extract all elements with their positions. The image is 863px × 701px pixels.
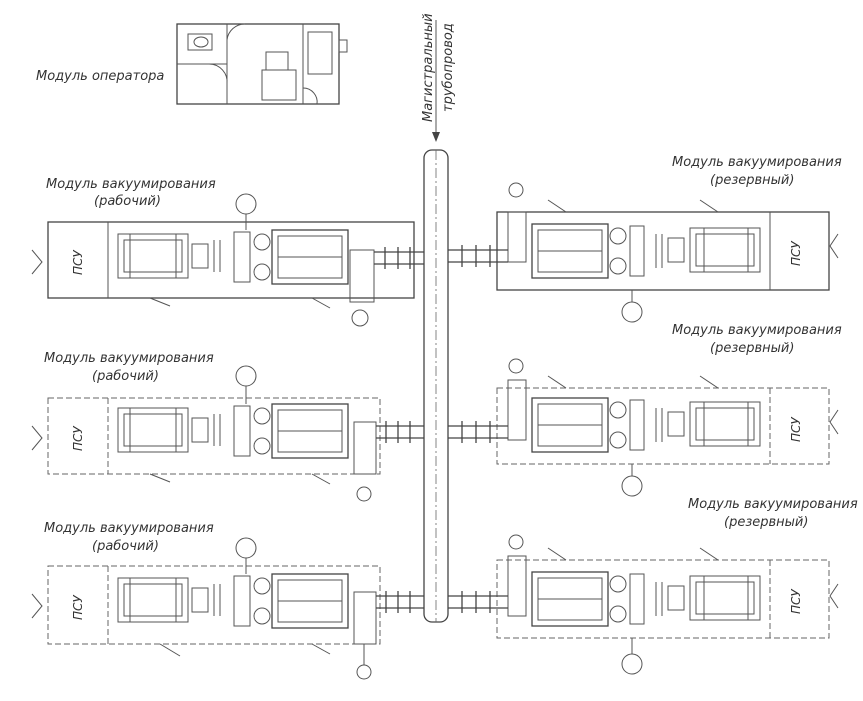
right-module-2-subtitle: (резервный) xyxy=(710,341,794,356)
left-module-3-psu: ПСУ xyxy=(71,595,85,620)
main-pipeline: Магистральный трубопровод xyxy=(421,13,456,623)
right-module-3-subtitle: (резервный) xyxy=(724,515,808,530)
operator-module-label: Модуль оператора xyxy=(36,69,164,84)
left-module-2-title: Модуль вакуумирования xyxy=(44,351,214,366)
right-module-2-psu: ПСУ xyxy=(789,417,803,442)
right-module-2-title: Модуль вакуумирования xyxy=(672,323,842,338)
right-module-3: Модуль вакуумирования (резервный) ПСУ xyxy=(448,497,858,675)
operator-module: Модуль оператора xyxy=(36,23,348,105)
left-module-3-subtitle: (рабочий) xyxy=(92,539,159,554)
right-module-1-title: Модуль вакуумирования xyxy=(672,155,842,170)
left-module-1: Модуль вакуумирования (рабочий) ПСУ xyxy=(31,177,424,327)
right-module-2: Модуль вакуумирования (резервный) ПСУ xyxy=(448,323,842,497)
left-module-2: Модуль вакуумирования (рабочий) ПСУ xyxy=(31,351,424,502)
pipeline-label-line1: Магистральный xyxy=(421,13,436,122)
pipeline-label-line2: трубопровод xyxy=(441,23,456,112)
left-module-1-subtitle: (рабочий) xyxy=(94,194,161,209)
left-module-1-title: Модуль вакуумирования xyxy=(46,177,216,192)
right-module-1: Модуль вакуумирования (резервный) ПСУ xyxy=(448,155,842,323)
left-module-2-subtitle: (рабочий) xyxy=(92,369,159,384)
left-module-3: Модуль вакуумирования (рабочий) ПСУ xyxy=(31,521,424,680)
right-module-1-psu: ПСУ xyxy=(789,241,803,266)
right-module-3-title: Модуль вакуумирования xyxy=(688,497,858,512)
left-module-2-psu: ПСУ xyxy=(71,426,85,451)
right-module-1-subtitle: (резервный) xyxy=(710,173,794,188)
left-module-3-title: Модуль вакуумирования xyxy=(44,521,214,536)
right-module-3-psu: ПСУ xyxy=(789,589,803,614)
left-module-1-psu: ПСУ xyxy=(71,250,85,275)
